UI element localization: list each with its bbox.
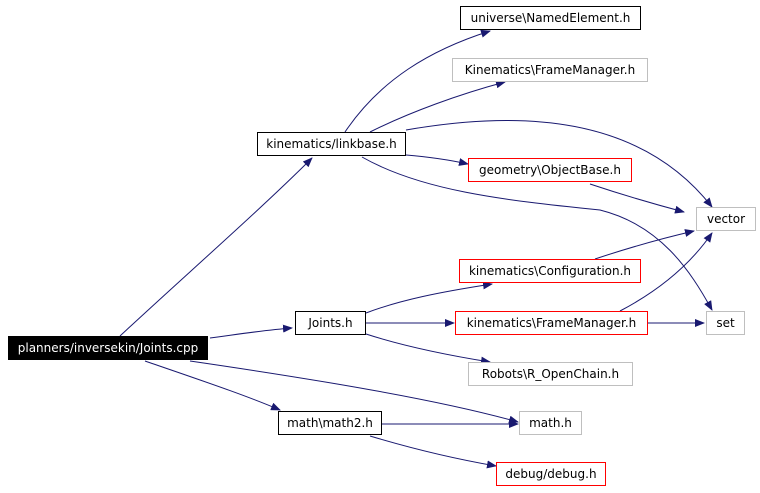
edge-math2-debug	[369, 435, 497, 469]
edge-joints-configuration	[365, 281, 493, 314]
node-objectbase[interactable]: geometry\ObjectBase.h	[468, 158, 632, 182]
node-configuration[interactable]: kinematics\Configuration.h	[459, 259, 641, 283]
node-kinematics-framemanager[interactable]: Kinematics\FrameManager.h	[452, 58, 648, 82]
edge-linkbase-vector	[405, 119, 713, 208]
edge-framemanager2-vector	[619, 232, 713, 312]
node-root-joints-cpp[interactable]: planners/inversekin/Joints.cpp	[8, 336, 208, 360]
edge-linkbase-framemanager	[369, 80, 506, 133]
edge-linkbase-namedelement	[344, 29, 491, 133]
node-kinematics-framemanager-red[interactable]: kinematics\FrameManager.h	[455, 311, 648, 335]
node-debug[interactable]: debug/debug.h	[496, 462, 606, 486]
node-named-element[interactable]: universe\NamedElement.h	[460, 6, 641, 30]
node-math-h[interactable]: math.h	[519, 411, 582, 435]
node-linkbase[interactable]: kinematics/linkbase.h	[257, 132, 406, 156]
edge-linkbase-set	[361, 156, 713, 311]
edge-root-math	[189, 360, 519, 424]
node-set[interactable]: set	[706, 311, 745, 335]
node-r-openchain[interactable]: Robots\R_OpenChain.h	[468, 362, 633, 386]
edge-root-linkbase	[119, 157, 313, 337]
edge-linkbase-objectbase	[405, 154, 469, 166]
edge-configuration-vector	[594, 229, 695, 260]
edge-root-math2	[144, 360, 281, 411]
edge-root-joints	[209, 324, 293, 339]
edge-joints-ropenchain	[365, 333, 491, 365]
edge-objectbase-vector	[589, 183, 685, 214]
node-math2[interactable]: math\math2.h	[278, 411, 382, 435]
node-joints-h[interactable]: Joints.h	[295, 311, 366, 335]
node-vector[interactable]: vector	[696, 207, 756, 231]
